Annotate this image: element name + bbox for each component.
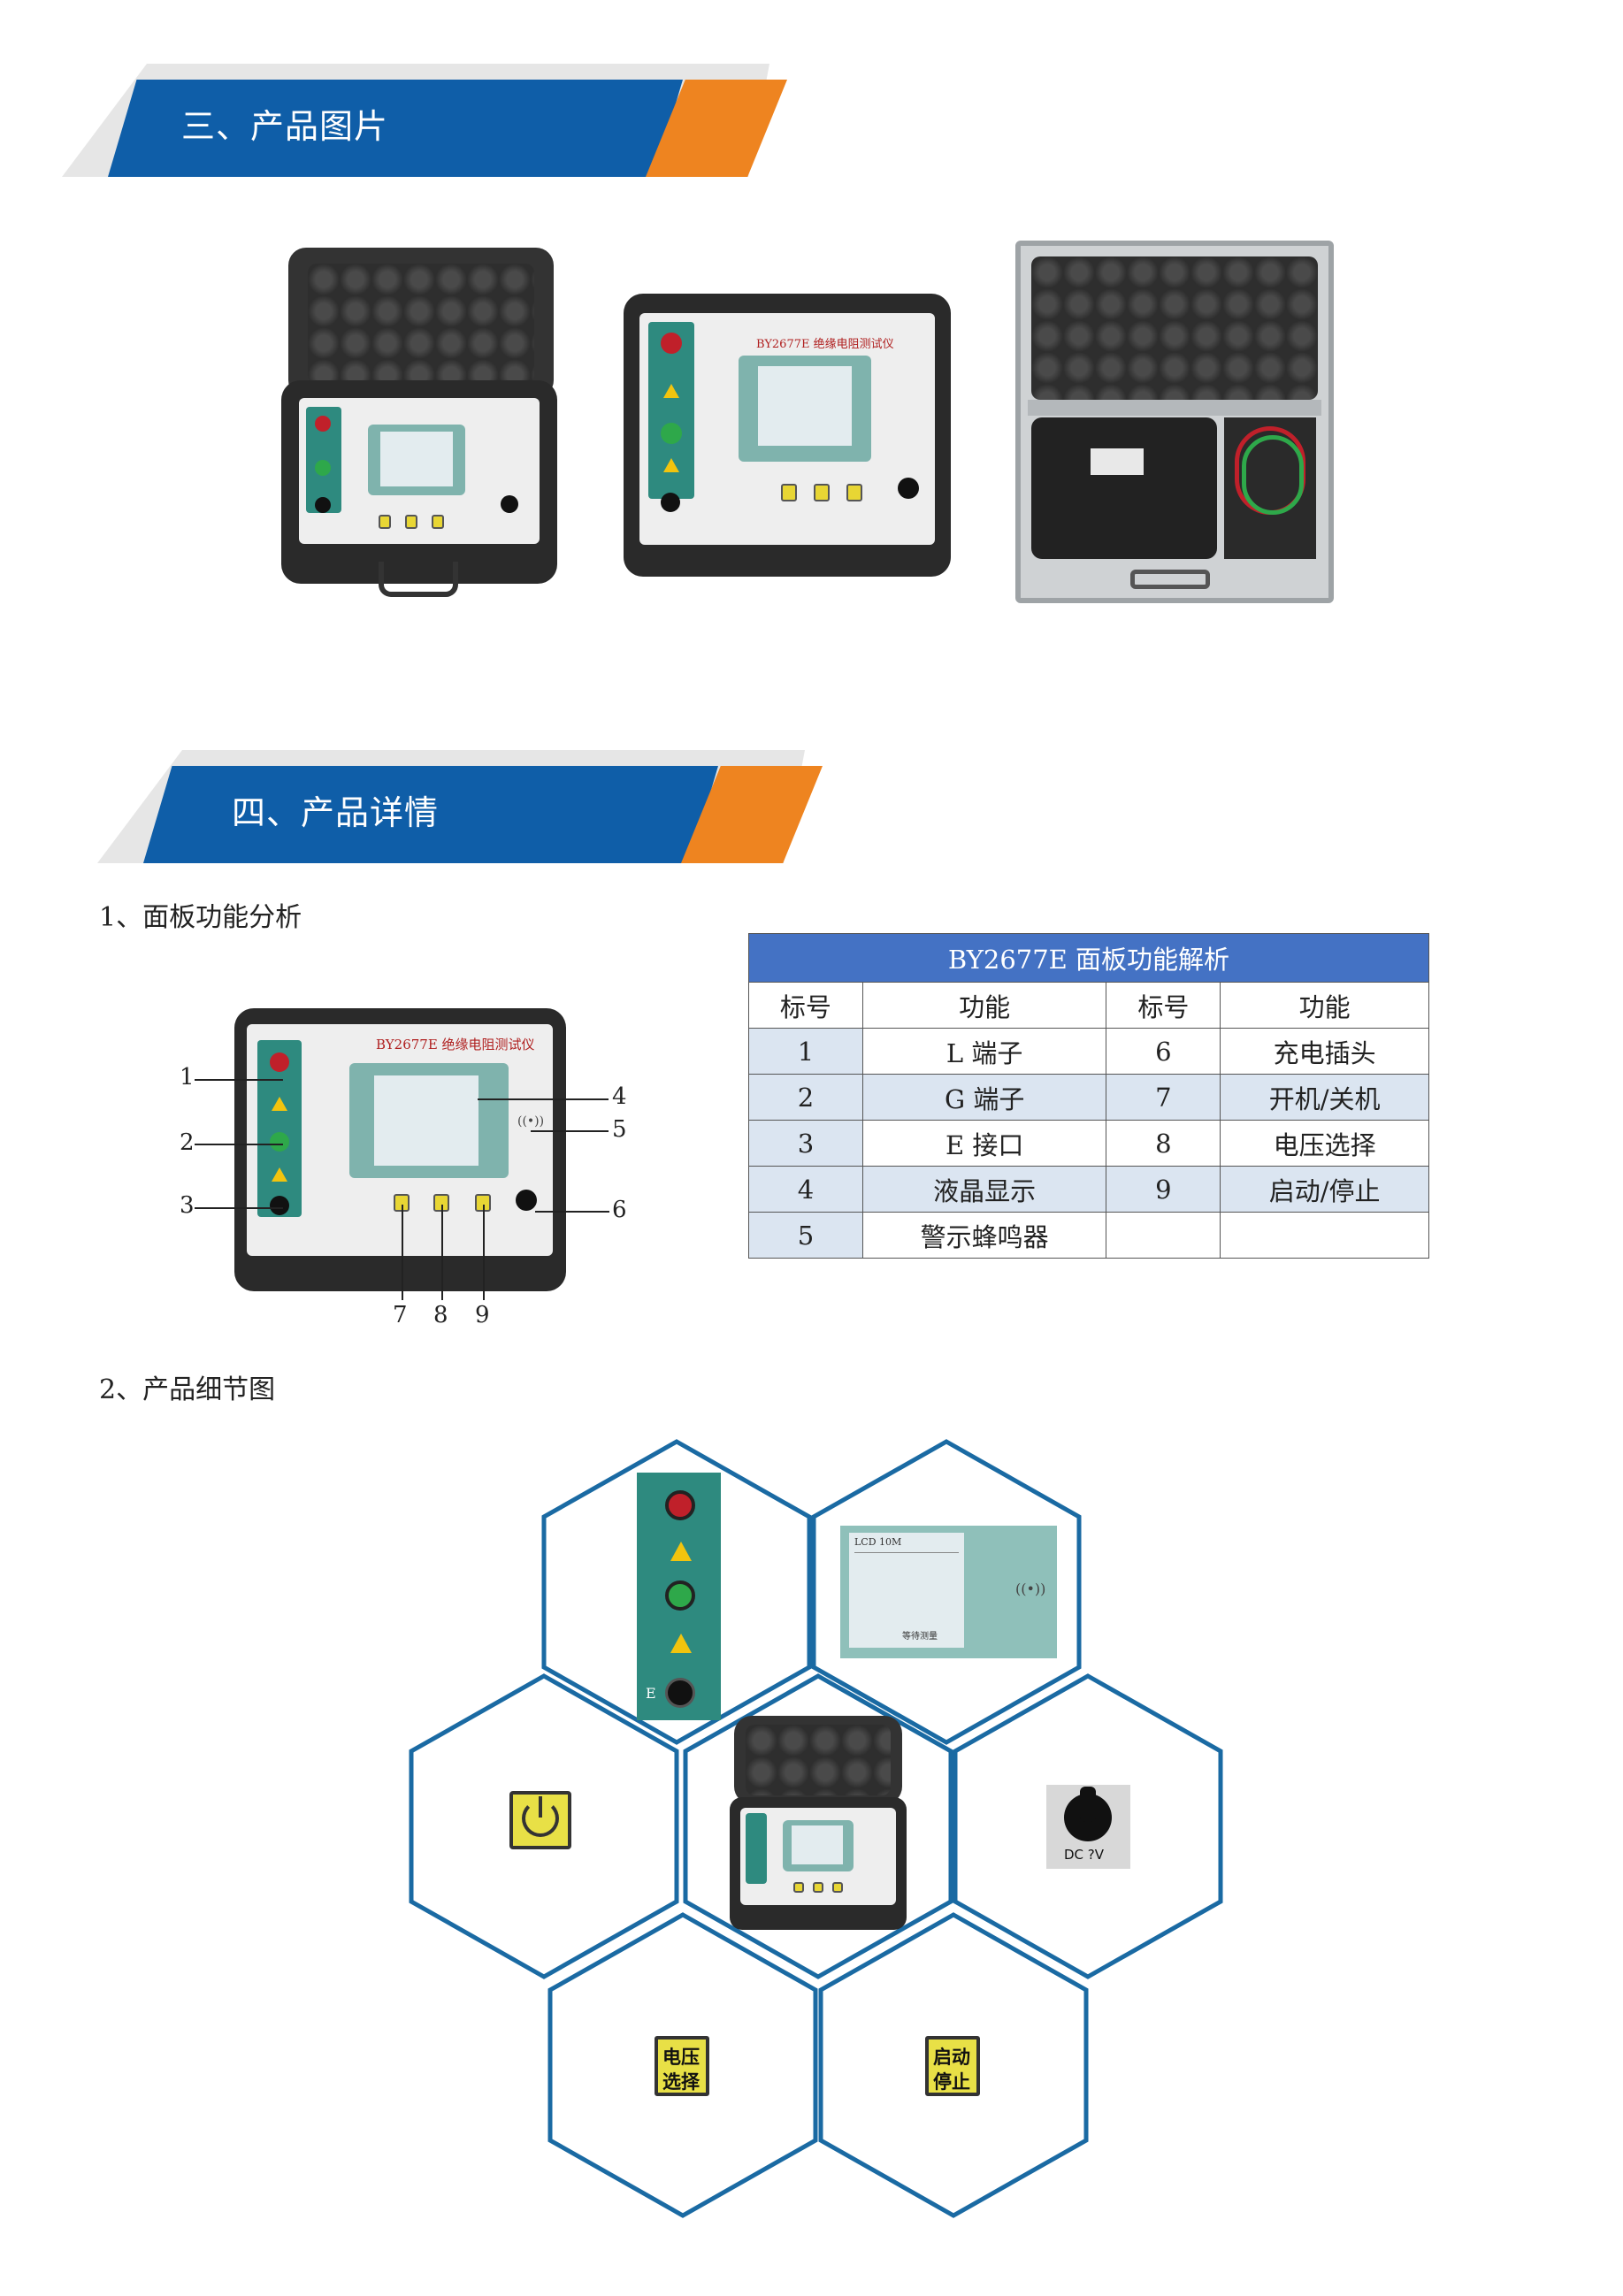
lcd-detail: LCD 10M 等待测量 ((•)) <box>840 1526 1057 1658</box>
terminals-detail: E <box>637 1473 721 1720</box>
table-header: 功能 <box>1220 982 1429 1029</box>
start-label-line2: 停止 <box>933 2071 970 2093</box>
section-3-title: 三、产品图片 <box>181 107 389 146</box>
callout-1: 1 <box>180 1064 195 1091</box>
table-row: 1 L 端子 6 充电插头 <box>748 1028 1429 1075</box>
product-photo-case <box>1015 241 1334 603</box>
product-photo-open <box>281 248 557 601</box>
section-4-banner: 四、产品详情 <box>35 750 831 863</box>
voltage-label-line1: 电压 <box>662 2047 700 2068</box>
callout-5: 5 <box>612 1116 627 1143</box>
subheading-panel-analysis: 1、面板功能分析 <box>99 902 302 933</box>
callout-4: 4 <box>612 1083 627 1110</box>
center-device-detail <box>730 1716 907 1932</box>
dc-plug-detail: DC ?V <box>1046 1785 1130 1869</box>
panel-function-table: BY2677E 面板功能解析 标号 功能 标号 功能 1 L 端子 6 充电插头… <box>748 933 1429 1259</box>
section-3-banner: 三、产品图片 <box>0 64 796 177</box>
voltage-select-button[interactable]: 电压 选择 <box>655 2036 709 2096</box>
front-model-label: BY2677E 绝缘电阻测试仪 <box>756 338 894 351</box>
product-photo-front: BY2677E 绝缘电阻测试仪 <box>624 294 951 577</box>
beeper-icon: ((•)) <box>1015 1580 1046 1597</box>
callout-2: 2 <box>180 1129 195 1156</box>
callout-6: 6 <box>612 1197 627 1223</box>
callout-7: 7 <box>393 1302 408 1328</box>
terminal-e-label: E <box>646 1685 656 1702</box>
table-header: 功能 <box>861 982 1107 1029</box>
callout-9: 9 <box>475 1302 490 1328</box>
power-icon <box>522 1800 559 1837</box>
annotated-model-label: BY2677E 绝缘电阻测试仪 <box>376 1037 535 1052</box>
callout-8: 8 <box>433 1302 448 1328</box>
callout-3: 3 <box>180 1192 195 1219</box>
power-button-detail[interactable] <box>509 1791 571 1849</box>
lcd-line2: 等待测量 <box>902 1632 938 1642</box>
voltage-label-line2: 选择 <box>662 2071 700 2093</box>
table-row: 5 警示蜂鸣器 <box>748 1212 1429 1259</box>
annotated-panel-device: BY2677E 绝缘电阻测试仪 ((•)) <box>234 1008 566 1291</box>
table-row: 4 液晶显示 9 启动/停止 <box>748 1166 1429 1213</box>
subheading-detail: 2、产品细节图 <box>99 1374 276 1405</box>
table-row: 2 G 端子 7 开机/关机 <box>748 1074 1429 1121</box>
section-4-title: 四、产品详情 <box>232 793 440 832</box>
beeper-icon: ((•)) <box>517 1114 545 1129</box>
start-stop-button[interactable]: 启动 停止 <box>925 2036 980 2096</box>
table-header: 标号 <box>748 982 863 1029</box>
dc-label: DC ?V <box>1064 1847 1105 1863</box>
table-row: 3 E 接口 8 电压选择 <box>748 1120 1429 1167</box>
table-caption: BY2677E 面板功能解析 <box>748 933 1429 983</box>
start-label-line1: 启动 <box>933 2047 970 2068</box>
lcd-line1: LCD 10M <box>854 1536 902 1548</box>
